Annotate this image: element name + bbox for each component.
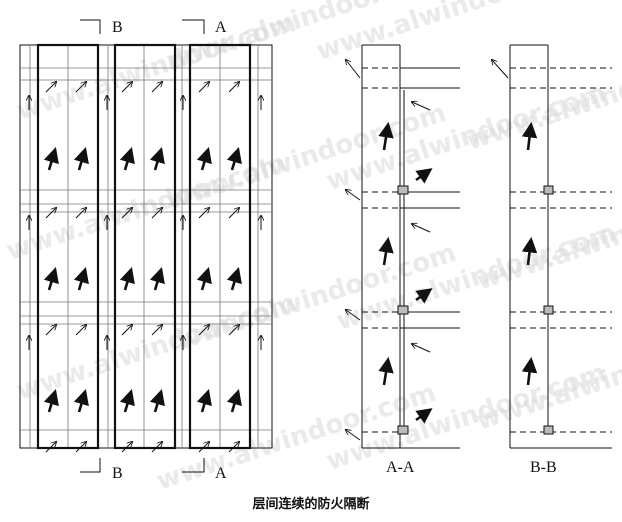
aa-slab-1 [399, 67, 460, 92]
fire-barrier-bay-2 [113, 43, 177, 450]
watermark-text: www.alwindoor.com [473, 178, 622, 297]
air-flow-arrow [45, 442, 56, 453]
bb-barrier-block-2 [543, 305, 554, 315]
air-flow-arrow [151, 442, 162, 453]
air-flow-arrow [151, 208, 162, 219]
air-flow-arrow [228, 442, 239, 453]
air-flow-arrow [228, 82, 239, 93]
smoke-flow-arrow [149, 389, 165, 413]
air-flow-arrow [198, 325, 209, 336]
air-flow-arrow [346, 430, 361, 441]
air-flow-arrow [228, 208, 239, 219]
smoke-flow-arrow [521, 356, 538, 386]
bb-slab-1 [510, 67, 612, 89]
aa-barrier-block-1 [397, 185, 409, 195]
aa-barrier-block-3 [397, 425, 409, 435]
air-flow-arrow [412, 224, 431, 233]
air-flow-arrow [151, 82, 162, 93]
air-flow-arrow [228, 325, 239, 336]
aa-slab-1-dash [362, 67, 400, 89]
smoke-flow-arrow [226, 389, 242, 413]
air-flow-arrow [151, 325, 162, 336]
air-flow-arrow [346, 190, 361, 201]
air-flow-arrow [412, 344, 431, 353]
mullions [29, 45, 259, 448]
section-airflow-arrows [346, 60, 538, 441]
floor-lines [20, 67, 272, 431]
smoke-flow-arrow [415, 168, 433, 184]
section-title-bb: B-B [530, 459, 557, 476]
smoke-flow-arrow [378, 236, 394, 266]
air-flow-arrow [45, 82, 56, 93]
air-flow-arrow [121, 325, 132, 336]
air-flow-arrow [75, 325, 86, 336]
air-flow-arrow [121, 442, 132, 453]
aa-slab-3 [399, 311, 460, 330]
smoke-flow-arrow [196, 147, 212, 171]
smoke-flow-arrow [196, 267, 212, 291]
air-flow-arrow [412, 102, 431, 111]
smoke-flow-arrow [226, 267, 242, 291]
section-marker-a-bottom [182, 458, 205, 473]
smoke-flow-arrow [119, 147, 135, 171]
fire-barrier-bay-1 [36, 43, 100, 450]
smoke-flow-arrow [415, 408, 433, 424]
smoke-flow-arrow [415, 288, 433, 304]
air-flow-arrow [198, 82, 209, 93]
smoke-flow-arrow [378, 356, 394, 386]
smoke-flow-arrow [73, 267, 89, 291]
air-flow-arrow [121, 208, 132, 219]
air-flow-arrow [45, 325, 56, 336]
smoke-flow-arrow [43, 267, 59, 291]
air-flow-arrow [346, 310, 361, 321]
air-flow-arrow [75, 82, 86, 93]
smoke-flow-arrow [149, 267, 165, 291]
fire-barrier-bay-3 [188, 43, 252, 450]
smoke-flow-arrow [378, 121, 394, 151]
bb-barrier-block-1 [543, 185, 554, 195]
air-flow-arrow [121, 82, 132, 93]
air-flow-arrow [198, 208, 209, 219]
air-flow-arrow [75, 442, 86, 453]
section-bb-view [509, 44, 612, 449]
air-flow-arrow [75, 208, 86, 219]
section-label-b-top: B [112, 19, 123, 36]
smoke-flow-arrow [521, 121, 538, 151]
section-aa-view [361, 44, 460, 449]
section-label-a-bottom: A [215, 465, 227, 482]
smoke-flow-arrow [119, 389, 135, 413]
bb-slab-3 [510, 311, 612, 329]
elevation-airflow-arrows [29, 82, 261, 453]
smoke-flow-arrow [521, 236, 538, 266]
aa-slab-3-dash [362, 311, 400, 329]
aa-barrier-block-2 [397, 305, 409, 315]
section-marker-b-top [80, 19, 101, 34]
bb-barrier-block-3 [543, 425, 554, 435]
aa-slab-2-dash [362, 191, 400, 209]
smoke-flow-arrow [149, 147, 165, 171]
elevation-view [19, 19, 273, 473]
air-flow-arrow [45, 208, 56, 219]
smoke-flow-arrow [73, 389, 89, 413]
bb-slab-2 [510, 191, 612, 209]
section-label-b-bottom: B [112, 465, 123, 482]
smoke-flow-arrow [43, 389, 59, 413]
figure-caption: 层间连续的防火隔断 [252, 497, 370, 512]
air-flow-arrow [198, 442, 209, 453]
smoke-flow-arrow [73, 147, 89, 171]
air-flow-arrow [492, 60, 509, 79]
smoke-flow-arrow [196, 389, 212, 413]
air-flow-arrow [346, 60, 361, 79]
smoke-flow-arrow [43, 147, 59, 171]
smoke-flow-arrow [226, 147, 242, 171]
section-marker-b-bottom [80, 458, 101, 473]
smoke-flow-arrow [119, 267, 135, 291]
section-label-a-top: A [215, 19, 227, 36]
aa-slab-2 [399, 191, 460, 210]
section-title-aa: A-A [386, 459, 415, 476]
section-marker-a-top [182, 19, 205, 34]
